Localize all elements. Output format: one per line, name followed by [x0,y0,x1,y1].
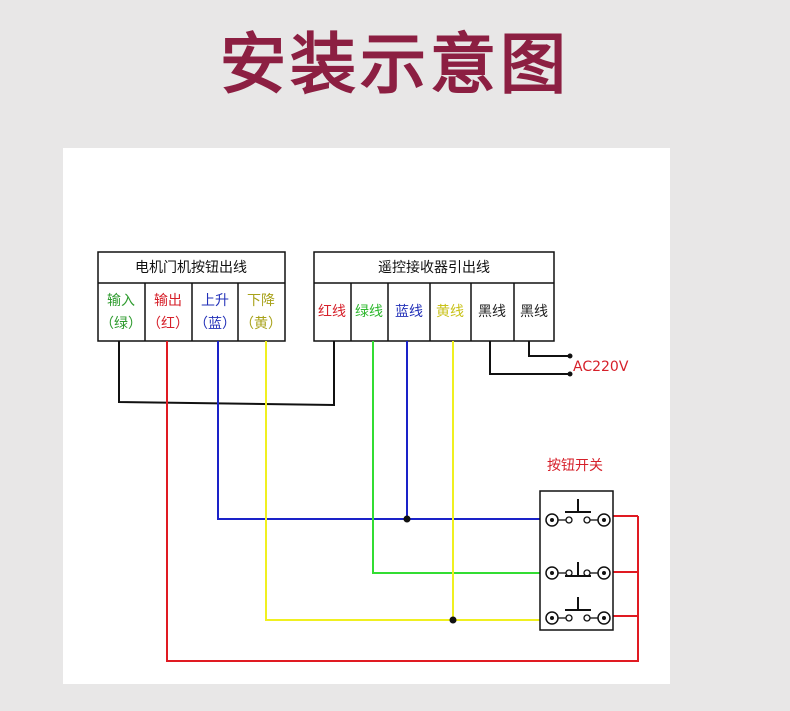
motor-cell-up-color: （蓝） [194,316,236,332]
wire-ac-1 [528,341,570,357]
receiver-cell-blue: 蓝线 [395,304,423,320]
receiver-cell-black-1: 黑线 [478,304,506,320]
motor-cell-output-color: （红） [147,316,189,332]
receiver-cell-red: 红线 [318,304,346,320]
motor-cell-output: 输出 [154,293,182,309]
switch-button-up [545,499,611,527]
wire-blue-motor [217,341,546,520]
switch-button-down [545,597,611,625]
switch-label: 按钮开关 [547,458,603,474]
receiver-cell-black-2: 黑线 [520,304,548,320]
receiver-box-header: 遥控接收器引出线 [378,259,490,276]
switch-button-stop [545,562,611,580]
motor-cell-input: 输入 [107,293,135,309]
push-button-switch [539,490,614,631]
wire-black-link [118,341,335,407]
ac220v-label: AC220V [573,359,629,375]
motor-box-header: 电机门机按钮出线 [135,260,247,276]
wire-red [166,341,639,662]
motor-cell-down: 下降 [247,293,275,309]
motor-cell-input-color: （绿） [100,316,142,332]
motor-box: 电机门机按钮出线 输入 （绿） 输出 （红） 上升 （蓝） 下降 （黄） [97,251,286,342]
receiver-cell-yellow: 黄线 [436,303,464,320]
motor-cell-up: 上升 [201,293,229,309]
motor-cell-down-color: （黄） [240,315,282,332]
receiver-cell-green: 绿线 [355,304,383,320]
receiver-box: 遥控接收器引出线 红线 绿线 蓝线 黄线 黑线 黑线 [313,251,555,342]
page-title: 安装示意图 [220,26,570,103]
wire-green [372,341,546,574]
wire-ac-2 [489,341,570,375]
